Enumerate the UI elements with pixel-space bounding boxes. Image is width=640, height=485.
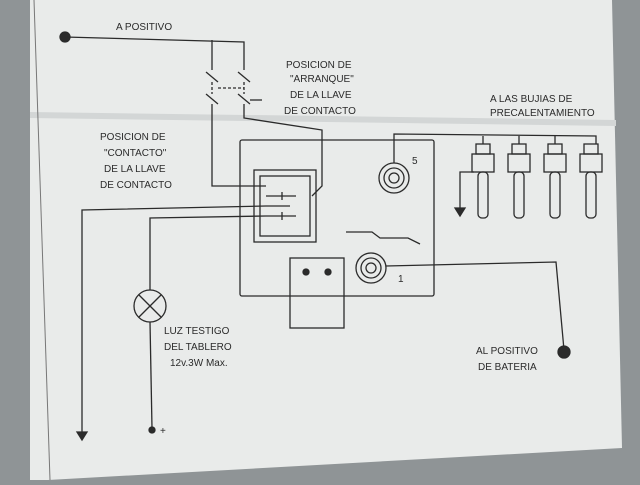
label-terminal-5: 5: [412, 156, 418, 167]
label-luz-2: DEL TABLERO: [164, 342, 232, 353]
battery-terminal-dot: [557, 345, 571, 359]
lamp-terminal-dot: [148, 426, 156, 434]
paper-fold-shadow: [30, 112, 616, 126]
paper-edge-line: [33, 0, 51, 481]
paper-sheet: [30, 0, 622, 480]
ground-arrow-right: [453, 207, 467, 218]
label-luz-1: LUZ TESTIGO: [164, 326, 230, 337]
wire-lamp: [149, 215, 267, 290]
label-bateria-1: AL POSITIVO: [476, 346, 538, 357]
wire-terminal-5: [393, 133, 597, 163]
relay-housing: [239, 139, 435, 297]
coil-pin-1: [302, 268, 310, 276]
label-bujias-2: PRECALENTAMIENTO: [490, 108, 595, 119]
ignition-key-switch: [205, 71, 262, 105]
label-a-positivo: A POSITIVO: [116, 22, 172, 33]
label-contacto-3: DE LA LLAVE: [104, 164, 166, 175]
wire-ground-left: [81, 205, 267, 434]
label-terminal-1: 1: [398, 274, 404, 285]
glow-plug-4: [579, 143, 603, 219]
label-arranque-3: DE LA LLAVE: [290, 90, 352, 101]
wire-battery: [385, 261, 565, 351]
label-contacto-1: POSICION DE: [100, 132, 166, 143]
ground-arrow-left: [75, 431, 89, 442]
label-contacto-4: DE CONTACTO: [100, 180, 172, 191]
label-luz-3: 12v.3W Max.: [170, 358, 228, 369]
wire-lamp-lower: [149, 321, 153, 429]
wire-plug-ground: [459, 171, 474, 210]
coil-pin-2: [324, 268, 332, 276]
label-bateria-2: DE BATERIA: [478, 362, 537, 373]
glow-plug-2: [507, 143, 531, 219]
label-bujias-1: A LAS BUJIAS DE: [490, 94, 573, 105]
label-arranque-2: "ARRANQUE": [290, 74, 354, 85]
label-arranque-1: POSICION DE: [286, 60, 352, 71]
label-plus: +: [160, 426, 166, 437]
label-contacto-2: "CONTACTO": [104, 148, 167, 159]
terminal-1: [355, 252, 387, 284]
wire-arranque: [243, 104, 323, 197]
wire-contacto: [211, 104, 266, 187]
warning-lamp: [133, 289, 167, 323]
label-arranque-4: DE CONTACTO: [284, 106, 356, 117]
wire-a-positivo: [64, 36, 245, 70]
relay-contact-bar: [346, 231, 421, 245]
relay-coil-block: [289, 257, 345, 329]
